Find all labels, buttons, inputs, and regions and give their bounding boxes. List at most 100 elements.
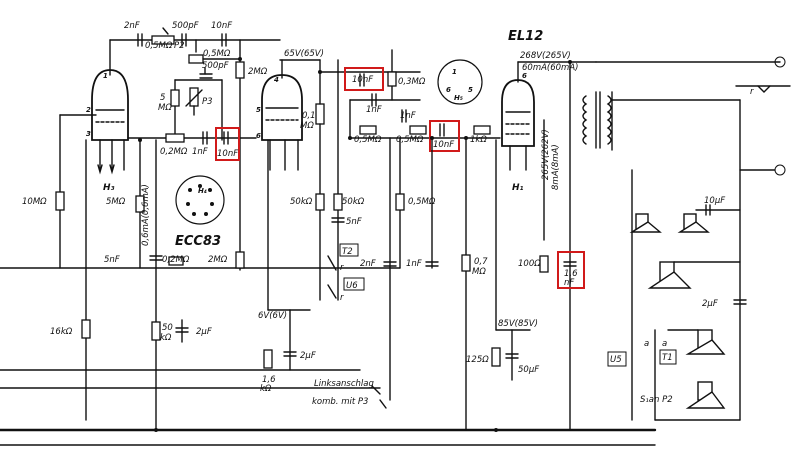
pin-2-label: 2 [86, 106, 91, 114]
bottom-rails [0, 267, 657, 446]
r-16k-b-label: 1,6 [262, 375, 276, 385]
links-label: Linksanschlag [314, 379, 374, 389]
r-2m-top-label: 2MΩ [248, 67, 268, 77]
r-07m-unit-label: MΩ [472, 267, 486, 277]
c-1nf-d-label: 1nF [406, 259, 422, 269]
r-10m-label: 10MΩ [22, 197, 47, 207]
r-16k-label: 16kΩ [50, 327, 73, 337]
i-8-label: 8mA(8mA) [551, 144, 561, 190]
ecc83-label: ECC83 [175, 234, 221, 249]
mid-components: 50kΩ 50kΩ 5nF T2 r U6 r 0,5MΩ 2nF 1nF 0,… [290, 59, 488, 409]
t1-label: T1 [662, 353, 673, 363]
highlight-c-10nf-c [429, 120, 460, 152]
v-268-label: 268V(265V) [520, 51, 571, 61]
r-02m-a-label: 0,2MΩ [160, 147, 188, 157]
ecc83-socket: H₄ ECC83 [175, 175, 225, 249]
socket-pins-mid: 6 [446, 86, 451, 94]
r-05m-c-label: 0,5MΩ [408, 197, 436, 207]
c-5nf-label: 5nF [104, 255, 120, 265]
highlight-c-16nf [557, 251, 585, 289]
pin-5-label: 5 [256, 106, 261, 114]
v-65-label: 65V(65V) [284, 49, 324, 59]
c-2uf-a-label: 2μF [702, 299, 718, 309]
r-50k-b-label: 50kΩ [342, 197, 365, 207]
grid-coupling: 0,2MΩ 1nF 10nF [127, 127, 257, 161]
r-01m-unit-label: MΩ [300, 121, 314, 131]
socket-pins-top: 1 [452, 68, 457, 76]
p3-label: P3 [202, 97, 213, 107]
r-05m-top-label: 0,5MΩ [203, 49, 231, 59]
r-5m-label: 5 [160, 93, 165, 103]
el-pin-6-label: 6 [522, 72, 527, 80]
highlight-c-10nf-b [215, 127, 240, 161]
c-2uf-c-label: 2μF [300, 351, 316, 361]
c-2nf-label: 2nF [124, 21, 140, 31]
c-2nf-b-label: 2nF [360, 259, 376, 269]
el12-label: EL12 [508, 29, 543, 44]
c-10uf-label: 10μF [704, 196, 725, 206]
tube-h1-label: H₁ [512, 183, 524, 193]
v-6-label: 6V(6V) [258, 311, 287, 321]
c-500pf-top-label: 500pF [172, 21, 199, 31]
r-125-label: 125Ω [466, 355, 489, 365]
c-1nf-a-label: 1nF [366, 105, 382, 115]
c-5nf-b-label: 5nF [346, 217, 362, 227]
r-05m-b-label: 0,5MΩ [396, 135, 424, 145]
r-100-label: 100Ω [518, 259, 541, 269]
lower-components: 10MΩ 16kΩ 5MΩ 0,6mA(0,6mA) 5nF 50 kΩ 2μF… [22, 114, 316, 431]
socket-pins-right: 5 [468, 86, 473, 94]
highlight-c-10nf-a [344, 67, 384, 91]
c-16nf-label: 1,6 [564, 269, 578, 279]
c-1nf-c-label: 1nF [192, 147, 208, 157]
p2-value-label: 0,5MΩ [145, 41, 173, 51]
sw-a2-label: a [662, 339, 667, 349]
r-07m-label: 0,7 [474, 257, 488, 267]
r-50k-c-label: 50 [162, 323, 173, 333]
c-10nf-hl2-label: 10nF [217, 149, 238, 159]
interstage-network: 10nF 0,3MΩ 1nF 1nF 0,5MΩ 0,5MΩ 10nF 1kΩ [319, 49, 501, 431]
r-02m-b-label: 0,2MΩ [162, 255, 190, 265]
junctions [138, 57, 572, 432]
c-1nf-b-label: 1nF [400, 111, 416, 121]
pin-1-label: 1 [103, 72, 108, 80]
r-2m-b-label: 2MΩ [208, 255, 228, 265]
switch-r-label: r [750, 87, 754, 97]
p2-label: P2 [174, 41, 185, 51]
sw-a1-label: a [644, 339, 649, 349]
tube-h3: 1 2 3 H₃ [59, 39, 129, 193]
c-50uf-label: 50μF [518, 365, 539, 375]
tube-el12: EL12 6 H₁ 268V(265V) 60mA(60mA) 265V(262… [495, 29, 597, 431]
r-05m-a-label: 0,5MΩ [354, 135, 382, 145]
output-transformer: r [582, 56, 791, 421]
c-16nf-unit-label: nF [564, 278, 574, 288]
pin-3-label: 3 [86, 130, 91, 138]
socket-h4-label: H₄ [198, 187, 207, 195]
v-85-label: 85V(85V) [498, 319, 538, 329]
r-1k-label: 1kΩ [470, 135, 487, 145]
i-60-label: 60mA(60mA) [522, 63, 578, 73]
r-03m-label: 0,3MΩ [398, 77, 426, 87]
i-06-label: 0,6mA(0,6mA) [141, 184, 151, 246]
u6-label: U6 [346, 281, 358, 291]
v-265-label: 265V(262V) [541, 129, 551, 180]
c-10nf-hl3-label: 10nF [433, 140, 454, 150]
pin-4-label: 4 [274, 76, 279, 84]
socket-h-label: H₅ [454, 94, 463, 102]
tone-network: 2nF P2 0,5MΩ 500pF 10nF 0,5MΩ 2MΩ 500pF … [109, 21, 281, 271]
komb-label: komb. mit P3 [312, 397, 368, 407]
sw-r-u6-label: r [340, 293, 344, 303]
r-50k-c-unit-label: kΩ [160, 333, 172, 343]
r-16k-b-unit-label: kΩ [260, 384, 272, 394]
r-50k-a-label: 50kΩ [290, 197, 313, 207]
pin-6-label: 6 [256, 132, 261, 140]
r-5m-unit-label: MΩ [158, 103, 172, 113]
r-01m-label: 0,1 [302, 111, 316, 121]
c-2uf-b-label: 2μF [196, 327, 212, 337]
c-10nf-top-label: 10nF [211, 21, 232, 31]
c-500pf-mid-label: 500pF [202, 61, 229, 71]
r-5m-b-label: 5MΩ [106, 197, 126, 207]
el12-cathode: 85V(85V) 125Ω 50μF 100Ω 1,6 nF [466, 251, 585, 381]
el12-socket: 1 6 5 H₅ [437, 59, 483, 105]
speaker-array: 10μF 2μF U5 T1 a a S₁an P2 [607, 169, 747, 421]
